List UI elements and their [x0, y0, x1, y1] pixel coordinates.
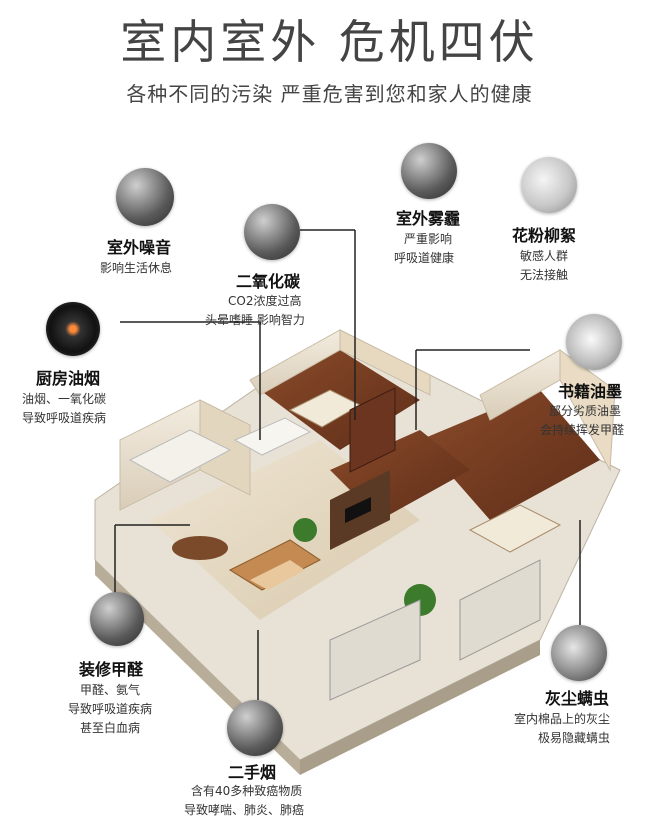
hazard-name: 书籍油墨 [558, 382, 623, 401]
hazard-desc: 敏感人群 [520, 249, 569, 263]
page-title: 室内室外 危机四伏 [120, 15, 539, 69]
hazard-desc: 甚至白血病 [80, 721, 141, 735]
hazard-desc: 严重影响 [404, 232, 453, 246]
hazard-desc: 影响生活休息 [100, 261, 173, 275]
hazard-desc: 含有40多种致癌物质 [191, 784, 303, 798]
hazard-desc: 油烟、一氧化碳 [22, 392, 107, 406]
hazard-name: 二氧化碳 [236, 272, 301, 291]
hazard-desc: 导致呼吸道疾病 [22, 411, 107, 425]
hazard-desc: 极易隐藏螨虫 [538, 731, 611, 745]
hazard-name: 二手烟 [228, 763, 277, 782]
cigarette-icon [227, 700, 283, 756]
hazard-desc: 室内棉品上的灰尘 [514, 712, 611, 726]
hazard-desc: 导致哮喘、肺炎、肺癌 [184, 803, 305, 817]
hazard-desc: 呼吸道健康 [394, 251, 455, 265]
hazard-name: 厨房油烟 [36, 369, 101, 388]
hazard-desc: 导致呼吸道疾病 [68, 702, 153, 716]
book-icon [566, 314, 622, 370]
hazard-name: 花粉柳絮 [512, 226, 577, 245]
hazard-desc: 部分劣质油墨 [549, 404, 622, 418]
hazard-name: 室外噪音 [107, 238, 172, 257]
hazard-desc: 无法接触 [520, 268, 569, 282]
page-subtitle: 各种不同的污染 严重危害到您和家人的健康 [126, 82, 533, 106]
paint-icon [90, 592, 144, 646]
hazard-desc: CO2浓度过高 [228, 294, 302, 308]
co2-icon [244, 204, 300, 260]
smog-icon [401, 143, 457, 199]
hazard-desc: 甲醛、氨气 [80, 683, 141, 697]
stove-icon [46, 302, 100, 356]
mite-icon [551, 625, 607, 681]
hazard-name: 室外雾霾 [396, 209, 461, 228]
hazard-desc: 头晕嗜睡 影响智力 [205, 313, 305, 327]
hazard-name: 灰尘螨虫 [545, 689, 610, 708]
hazard-name: 装修甲醛 [79, 660, 144, 679]
pollen-icon [521, 157, 577, 213]
hazard-desc: 会持续挥发甲醛 [540, 423, 625, 437]
noise-icon [116, 168, 174, 226]
